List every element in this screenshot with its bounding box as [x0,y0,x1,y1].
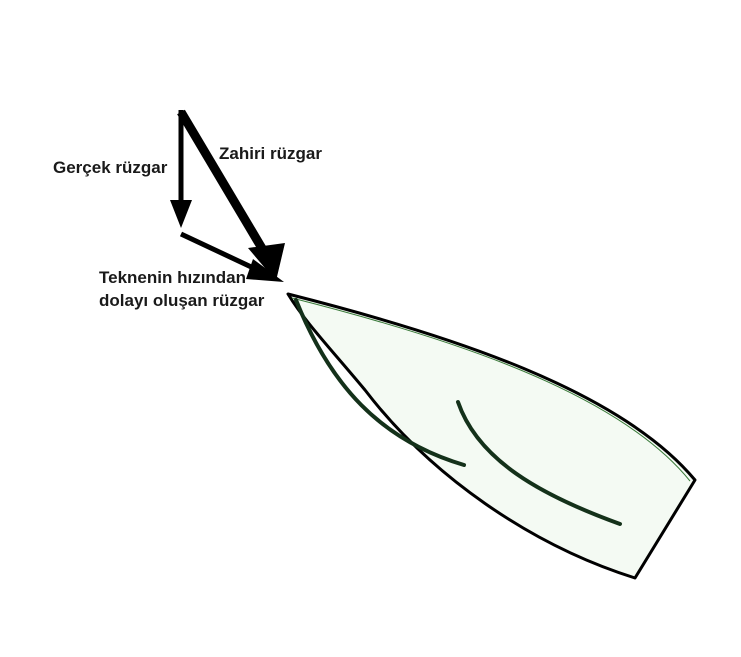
boat-speed-wind-label: Teknenin hızından dolayı oluşan rüzgar [99,266,264,312]
apparent-wind-arrow [177,109,285,281]
main-sail [456,400,622,526]
boat-hull-inner-edge [291,297,691,482]
boat [286,292,697,580]
boat-hull [286,292,697,580]
true-wind-arrow [170,110,192,228]
boat-speed-wind-label-line1: Teknenin hızından [99,268,247,287]
boat-speed-wind-label-line2: dolayı oluşan rüzgar [99,291,265,310]
true-wind-label: Gerçek rüzgar [53,158,168,177]
apparent-wind-label: Zahiri rüzgar [219,144,322,163]
jib-sail [294,298,466,467]
